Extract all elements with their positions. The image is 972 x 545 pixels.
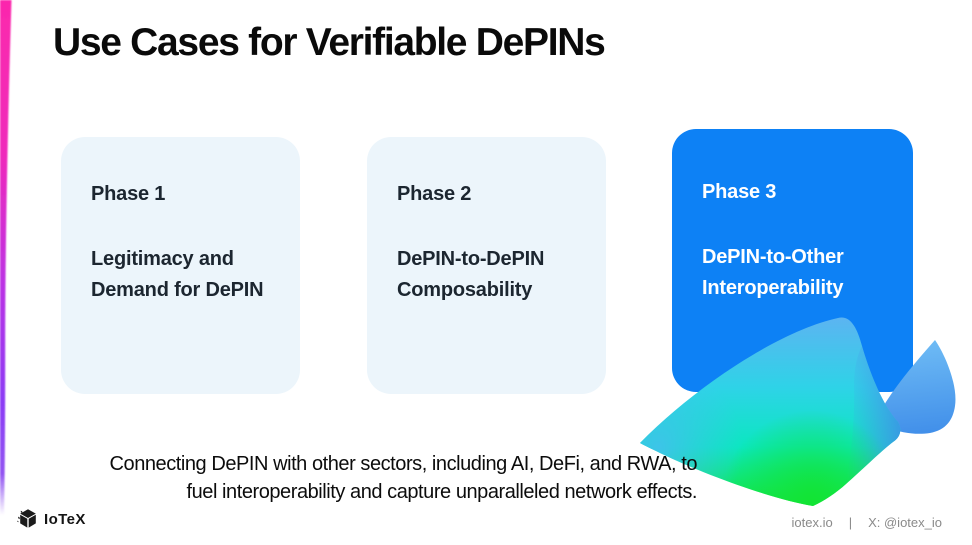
swoosh-right-wing (876, 340, 956, 434)
swoosh-green-tint (640, 317, 901, 506)
slide-title: Use Cases for Verifiable DePINs (53, 21, 606, 64)
phase-1-title: Legitimacy and Demand for DePIN (91, 244, 274, 306)
phase-3-title-line2: Interoperability (702, 277, 844, 299)
iotex-cube-icon (17, 509, 36, 528)
tagline: Connecting DePIN with other sectors, inc… (109, 450, 698, 506)
phase-2-label: Phase 2 (397, 183, 472, 205)
footer-links: iotex.io | X: @iotex_io (792, 515, 943, 530)
phase-3-title-line1: DePIN-to-Other (702, 246, 844, 268)
phase-1-title-line1: Legitimacy and (91, 248, 234, 270)
iotex-logo: IoTeX (16, 507, 86, 531)
edge-gradient-decoration (0, 0, 12, 515)
ribbon-swoosh-graphic (640, 317, 956, 506)
tagline-line1: Connecting DePIN with other sectors, inc… (109, 453, 698, 475)
phase-1-title-line2: Demand for DePIN (91, 279, 264, 301)
phase-3-title: DePIN-to-Other Interoperability (702, 242, 887, 304)
tagline-line2: fuel interoperability and capture unpara… (186, 481, 698, 503)
phase-2-title-line2: Composability (397, 279, 533, 301)
phase-1-card: Phase 1 Legitimacy and Demand for DePIN (61, 137, 300, 394)
iotex-wordmark: IoTeX (44, 510, 86, 528)
footer-website: iotex.io (791, 515, 833, 530)
phase-2-title: DePIN-to-DePIN Composability (397, 244, 580, 306)
phase-3-label: Phase 3 (702, 181, 777, 203)
footer-social-handle: X: @iotex_io (868, 515, 942, 530)
phase-1-label: Phase 1 (91, 183, 166, 205)
phase-2-title-line1: DePIN-to-DePIN (397, 248, 545, 270)
phase-2-card: Phase 2 DePIN-to-DePIN Composability (367, 137, 606, 394)
footer-separator: | (848, 515, 853, 530)
